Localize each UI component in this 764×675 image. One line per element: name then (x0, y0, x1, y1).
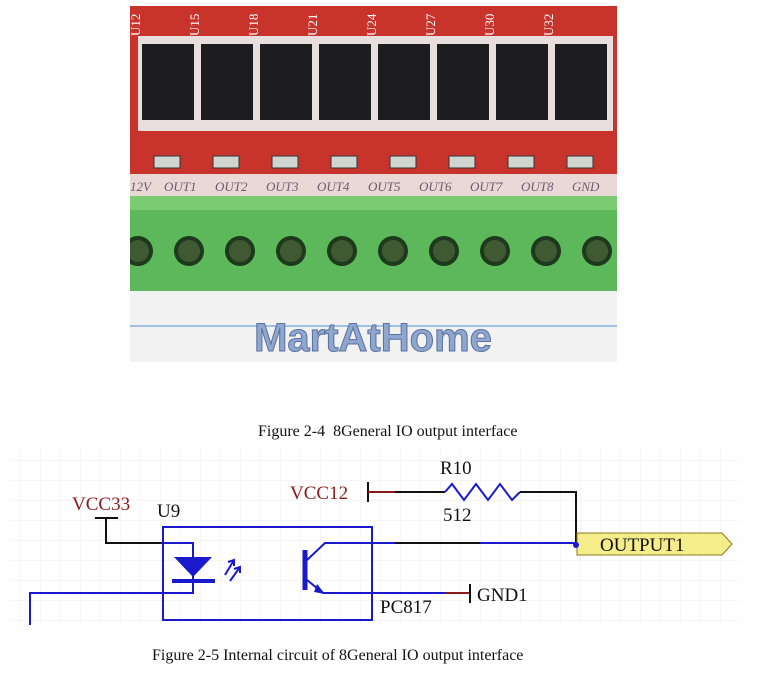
part-label: PC817 (380, 597, 432, 618)
smd-resistor (507, 155, 535, 169)
smd-resistor (271, 155, 299, 169)
terminal-label: OUT7 (470, 179, 503, 194)
figure-2-5-caption: Figure 2-5 Internal circuit of 8General … (152, 647, 524, 664)
led-symbol (174, 557, 212, 577)
optocoupler-chip (142, 44, 194, 120)
optocoupler-chip (555, 44, 607, 120)
resistor-symbol (444, 482, 521, 502)
resistor-name: R10 (440, 458, 472, 479)
smd-resistor (448, 155, 476, 169)
terminal-label: OUT4 (317, 179, 350, 194)
terminal-label: OUT1 (164, 179, 197, 194)
smd-resistor (330, 155, 358, 169)
smd-resistor (212, 155, 240, 169)
optocoupler-chip (260, 44, 312, 120)
optocoupler-box (162, 526, 373, 621)
optocoupler-chip (437, 44, 489, 120)
u9-label: U9 (157, 501, 180, 522)
optocoupler-chip (378, 44, 430, 120)
output-port-flag (576, 532, 733, 556)
terminal-label: 12V (130, 179, 153, 194)
terminal-label: OUT8 (521, 179, 554, 194)
terminal-label: OUT3 (266, 179, 299, 194)
optocoupler-chip (319, 44, 371, 120)
optocoupler-chip (201, 44, 253, 120)
board-photo: U12 U15 U18 U21 U24 U27 U30 U32 12V OUT1 OUT2 OUT3… (130, 6, 617, 362)
terminal-label: OUT5 (368, 179, 401, 194)
resistor-value: 512 (443, 505, 472, 526)
figure-2-4-caption: Figure 2-4 8General IO output interface (258, 423, 518, 440)
vcc12-label: VCC12 (290, 483, 348, 504)
watermark: MartAtHome (254, 316, 492, 360)
optocoupler-chip (496, 44, 548, 120)
chip-label: U21 (305, 14, 320, 36)
light-arrows-icon (224, 558, 241, 582)
chip-label: U24 (364, 13, 379, 36)
chip-label: U32 (541, 14, 556, 36)
smd-resistor (153, 155, 181, 169)
smd-resistor (566, 155, 594, 169)
output-label: OUTPUT1 (600, 535, 684, 556)
gnd-label: GND1 (477, 585, 528, 606)
terminal-label: OUT2 (215, 179, 248, 194)
terminal-label: GND (572, 179, 600, 194)
chip-label: U12 (130, 14, 143, 36)
chip-label: U27 (423, 13, 438, 36)
chip-label: U15 (187, 14, 202, 36)
chip-label: U30 (482, 14, 497, 36)
terminal-label: OUT6 (419, 179, 452, 194)
board-photo-svg: U12 U15 U18 U21 U24 U27 U30 U32 12V OUT1 OUT2 OUT3… (130, 6, 617, 362)
chip-label: U18 (246, 14, 261, 36)
vcc33-label: VCC33 (72, 494, 130, 515)
smd-resistor (389, 155, 417, 169)
